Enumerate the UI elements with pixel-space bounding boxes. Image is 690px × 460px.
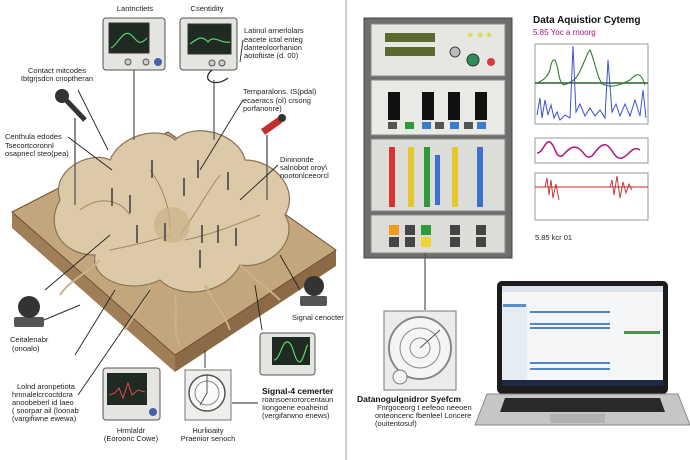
label-dininonde-1: Dininonde	[280, 155, 314, 164]
temperature-probe-icon	[260, 114, 286, 200]
green-trace	[536, 49, 646, 87]
chart-title: Data Aquistior Cytemg	[533, 15, 640, 26]
label-lolnd-4: ( snorpar ail (loonab	[12, 406, 79, 415]
label-humidity-dial-2: Praenior senoch	[181, 434, 236, 443]
blue-trace	[536, 45, 647, 121]
label-ceital-1: Ceitalenabr	[10, 335, 49, 344]
label-scope2-note-3: danteoloorhanion	[244, 43, 302, 52]
label-dininonde-3: nootonlceeorcl	[280, 171, 329, 180]
oscilloscope-lantnctlets	[102, 17, 166, 140]
acquisition-rack	[363, 17, 513, 310]
contact-microphone-icon	[55, 89, 87, 205]
system-title: Datanogulgnidror Syefcm	[357, 394, 461, 404]
laptop	[474, 281, 690, 426]
oscilloscope-csentidity	[179, 17, 238, 140]
label-signal-converter-2: roansoenororcentaun	[262, 395, 333, 404]
humidity-dial	[184, 369, 232, 421]
label-signal-converter-1: Signal-4 cemerter	[262, 386, 334, 396]
label-scope2: Csentidity	[191, 4, 224, 13]
label-humidity-scope-2: (Eoroonc Cowe)	[104, 434, 159, 443]
chart-subtitle: 5.85 Yoc a rnoorg	[533, 28, 596, 37]
label-temperature-3: porfanonre)	[243, 104, 282, 113]
chart-top	[534, 43, 649, 221]
system-desc-2: onteoncenc fbenleel Loncere	[375, 411, 471, 420]
label-centhula-2: Tsecortcoronnl	[5, 141, 54, 150]
label-scope1: Lantnctlets	[117, 4, 154, 13]
optical-sensor-icon	[14, 296, 81, 327]
signal-generator-sensor-icon	[300, 276, 327, 306]
label-signal-converter-4: (vergifarwno enews)	[262, 411, 330, 420]
label-humidity-scope-1: Hrmlaldr	[117, 426, 146, 435]
system-desc-3: (ouitentosuf)	[375, 419, 417, 428]
label-scope2-note-4: aotoftiste (d. 00)	[244, 51, 299, 60]
label-centhula-1: Centhula edodes	[5, 132, 62, 141]
label-dininonde-2: salnobot oroy\	[280, 163, 328, 172]
label-signal-converter-3: Iiongoene eoaheind	[262, 403, 328, 412]
annotation-arrows	[44, 39, 301, 404]
label-temperature-1: Temparalons. IS(pdal)	[243, 87, 317, 96]
label-contact-mic-2: Ibtgrjsdcn cnoptheran	[21, 74, 93, 83]
label-lolnd-2: hmnalelcrcoctdcra	[12, 390, 74, 399]
humidity-scope	[102, 367, 161, 421]
chart-footer: 5.85 kcr 01	[535, 233, 572, 242]
label-scope2-note-1: Latinul arnerlolars	[244, 26, 304, 35]
label-lolnd-5: (vargifiwne ewewa)	[12, 414, 77, 423]
label-signal-generator: Signal cenocter	[292, 313, 344, 322]
label-temperature-2: ecaeracs (ol) crsong	[243, 96, 311, 105]
label-humidity-dial-1: Hurlioaity	[192, 426, 224, 435]
label-centhula-3: osapnecl steo(pea)	[5, 149, 69, 158]
magenta-trace	[536, 141, 641, 160]
label-lolnd-1: Lolnd aronpetiota	[17, 382, 76, 391]
red-trace	[544, 175, 633, 201]
system-desc-1: Fnrgoceorg t eefeoo neeoen	[377, 403, 472, 412]
label-contact-mic-1: Contact mitcodes	[28, 66, 86, 75]
signal-converter-scope	[259, 332, 316, 376]
label-scope2-note-2: eacete ictal enteg	[244, 35, 303, 44]
radar-display	[383, 310, 457, 391]
label-ceital-2: (onoalo)	[12, 344, 40, 353]
electrode-pins	[111, 160, 237, 268]
fungal-mycelium-specimen	[53, 130, 291, 346]
label-lolnd-3: anoobeberl id laeo	[12, 398, 74, 407]
